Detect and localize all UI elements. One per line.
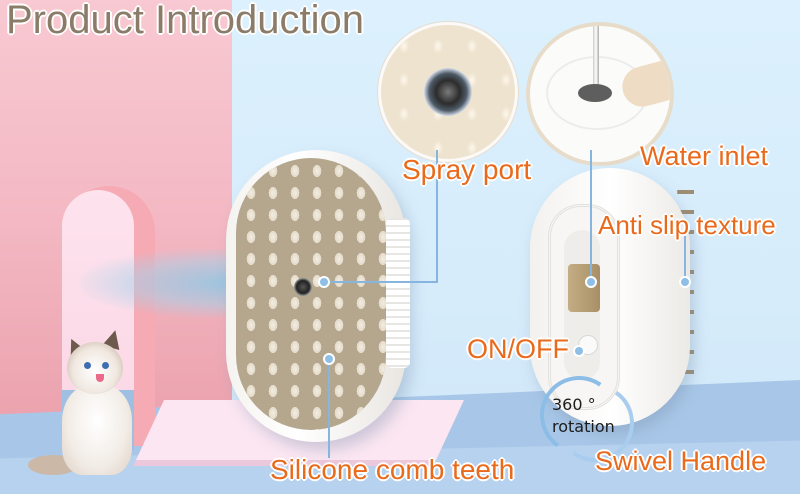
spray-port-closeup-image <box>378 22 518 162</box>
label-on-off: ON/OFF <box>467 334 569 364</box>
leader-line-spray-vertical <box>436 150 438 282</box>
water-inlet-closeup-image <box>526 22 674 166</box>
cat-eye-left <box>84 362 91 369</box>
label-anti-slip-texture: Anti slip texture <box>598 210 776 240</box>
closeup-water-stream <box>593 26 599 100</box>
label-silicone-comb-teeth: Silicone comb teeth <box>270 454 515 485</box>
rotation-word: rotation <box>552 417 615 436</box>
leader-line-comb-teeth <box>328 360 330 458</box>
silicone-comb-pad <box>236 158 386 430</box>
cat-head <box>67 342 123 394</box>
label-swivel-handle: Swivel Handle <box>595 446 767 476</box>
label-water-inlet: Water inlet <box>640 141 769 171</box>
rotation-value: 360 ° <box>552 395 596 414</box>
marker-dot-water-inlet <box>585 276 597 288</box>
cat-body <box>62 385 132 475</box>
brush-side-grille <box>386 218 410 368</box>
cat-tongue <box>96 374 104 382</box>
spray-nozzle <box>294 278 312 296</box>
marker-dot-comb-teeth <box>323 353 335 365</box>
label-spray-port: Spray port <box>402 154 532 185</box>
leader-line-spray-horizontal <box>324 281 438 283</box>
marker-dot-on-off <box>573 345 585 357</box>
comb-teeth-pattern <box>236 158 386 430</box>
water-inlet-cap <box>568 264 600 312</box>
leader-line-water-inlet <box>590 150 592 278</box>
leader-line-anti-slip <box>684 236 686 276</box>
marker-dot-spray <box>318 276 330 288</box>
closeup-inlet-hole <box>578 84 612 102</box>
marker-dot-anti-slip <box>679 276 691 288</box>
closeup-spray-port <box>424 68 472 116</box>
cat-image <box>28 327 140 480</box>
cat-eye-right <box>102 362 109 369</box>
page-title: Product Introduction <box>6 0 364 42</box>
